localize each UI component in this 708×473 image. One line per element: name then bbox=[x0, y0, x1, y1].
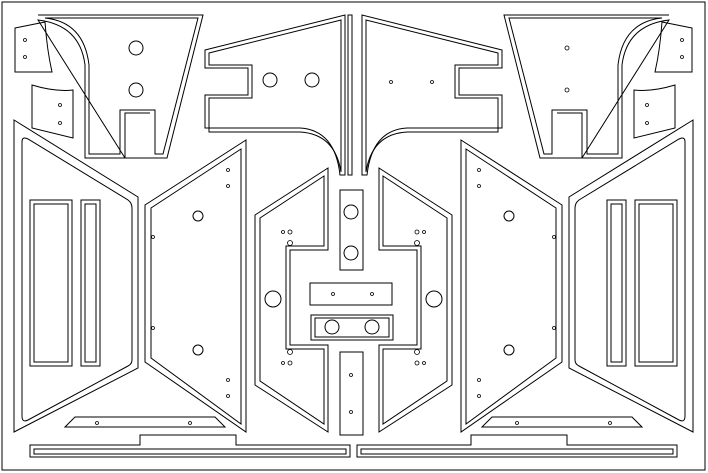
angled-panel bbox=[144, 139, 247, 433]
bottom-bar bbox=[29, 434, 351, 458]
cross-bar-plate-holes bbox=[310, 314, 394, 341]
angled-panel bbox=[460, 139, 563, 433]
upper-slot-plate bbox=[339, 189, 364, 271]
center-strip bbox=[347, 14, 353, 176]
bottom-trapezoid bbox=[63, 416, 227, 428]
small-plate-top bbox=[654, 21, 693, 73]
small-plate-bottom bbox=[633, 84, 676, 139]
center-frame-half bbox=[254, 167, 329, 433]
left-half-parts bbox=[13, 14, 353, 458]
side-panel bbox=[13, 119, 139, 433]
right-half-parts bbox=[356, 14, 694, 458]
small-plate-top bbox=[14, 21, 53, 73]
center-frame-half bbox=[378, 167, 453, 433]
cross-bar-plate bbox=[309, 282, 393, 306]
curved-bracket-part bbox=[37, 14, 204, 159]
bottom-trapezoid bbox=[480, 416, 644, 428]
mount-hole bbox=[128, 40, 144, 56]
slot bbox=[29, 199, 73, 367]
curved-bracket-part bbox=[503, 14, 670, 159]
side-panel bbox=[568, 119, 694, 433]
wing-plate bbox=[204, 14, 346, 176]
lower-slot-plate bbox=[339, 351, 364, 436]
bottom-bar bbox=[356, 434, 678, 458]
slot bbox=[80, 199, 101, 367]
small-plate-bottom bbox=[31, 84, 74, 139]
mount-hole bbox=[128, 82, 144, 98]
wing-plate bbox=[361, 14, 503, 176]
center-slots bbox=[309, 189, 394, 436]
